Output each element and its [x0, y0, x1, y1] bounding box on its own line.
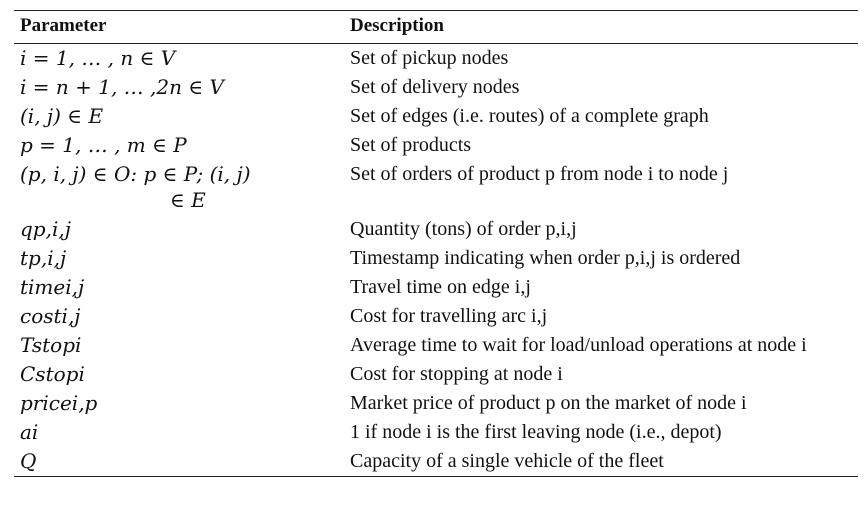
table-row: costi,j Cost for travelling arc i,j	[14, 302, 858, 331]
description-cell: Quantity (tons) of order p,i,j	[350, 218, 577, 240]
table-row: i = n + 1, … ,2n ∈ V Set of delivery nod…	[14, 73, 858, 102]
description-cell: Set of edges (i.e. routes) of a complete…	[350, 105, 709, 127]
param-cell: tp,i,j	[20, 246, 67, 270]
table-row: qp,i,j Quantity (tons) of order p,i,j	[14, 215, 858, 244]
param-cell: timei,j	[20, 275, 85, 299]
param-line-continuation: ∈ E	[170, 188, 206, 212]
table-row: tp,i,j Timestamp indicating when order p…	[14, 244, 858, 273]
description-cell: Set of delivery nodes	[350, 76, 520, 98]
description-cell: Market price of product p on the market …	[350, 392, 747, 414]
param-cell: Q	[14, 447, 350, 477]
table-row: p = 1, … , m ∈ P Set of products	[14, 131, 858, 160]
table-header-row: Parameter Description	[14, 10, 858, 44]
table-row: i = 1, … , n ∈ V Set of pickup nodes	[14, 44, 858, 74]
table-row: timei,j Travel time on edge i,j	[14, 273, 858, 302]
param-cell: i = 1, … , n ∈ V	[20, 46, 176, 70]
parameter-table-container: Parameter Description i = 1, … , n ∈ V S…	[14, 10, 858, 477]
description-cell: Set of products	[350, 134, 472, 156]
param-cell: ai	[20, 420, 39, 444]
table-row: (i, j) ∈ E Set of edges (i.e. routes) of…	[14, 102, 858, 131]
description-cell: Travel time on edge i,j	[350, 276, 531, 298]
description-cell: Set of orders of product p from node i t…	[350, 163, 729, 185]
param-cell: Cstopi	[20, 362, 85, 386]
description-cell: 1 if node i is the first leaving node (i…	[350, 421, 722, 443]
table-row: (p, i, j) ∈ O: p ∈ P; (i, j) ∈ E Set of …	[14, 160, 858, 215]
param-cell: pricei,p	[20, 391, 98, 415]
param-cell: qp,i,j	[20, 217, 71, 241]
description-cell: Average time to wait for load/unload ope…	[350, 334, 807, 356]
table-row: ai 1 if node i is the first leaving node…	[14, 418, 858, 447]
table-row: Cstopi Cost for stopping at node i	[14, 360, 858, 389]
description-cell: Cost for stopping at node i	[350, 363, 563, 385]
header-parameter: Parameter	[14, 10, 350, 44]
parameter-table: Parameter Description i = 1, … , n ∈ V S…	[14, 10, 858, 477]
header-description: Description	[350, 10, 858, 44]
description-cell: Capacity of a single vehicle of the flee…	[350, 447, 858, 477]
param-line: (p, i, j) ∈ O: p ∈ P; (i, j)	[20, 162, 251, 186]
param-cell: (i, j) ∈ E	[20, 104, 104, 128]
table-row: Tstopi Average time to wait for load/unl…	[14, 331, 858, 360]
param-cell: costi,j	[20, 304, 81, 328]
param-cell: (p, i, j) ∈ O: p ∈ P; (i, j) ∈ E	[14, 160, 350, 215]
table-row: pricei,p Market price of product p on th…	[14, 389, 858, 418]
param-cell: Tstopi	[20, 333, 82, 357]
param-cell: p = 1, … , m ∈ P	[20, 133, 187, 157]
description-cell: Set of pickup nodes	[350, 47, 509, 69]
table-row: Q Capacity of a single vehicle of the fl…	[14, 447, 858, 477]
description-cell: Cost for travelling arc i,j	[350, 305, 548, 327]
param-cell: i = n + 1, … ,2n ∈ V	[20, 75, 224, 99]
description-cell: Timestamp indicating when order p,i,j is…	[350, 247, 741, 269]
